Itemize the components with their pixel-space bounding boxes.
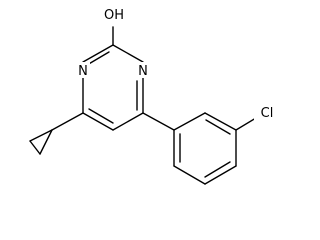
n1-label-bg [76, 62, 90, 78]
bond-c4-phenyl [142, 112, 175, 131]
bond-cp-a-b [29, 129, 53, 142]
bond-c2-n1-double [86, 51, 110, 66]
cl-label-bg [254, 104, 278, 120]
cl-label: Cl [261, 106, 274, 121]
n1-label: N [78, 64, 88, 79]
oh-label-bg [102, 6, 126, 22]
bond-cp-b-c [29, 140, 41, 155]
bond-ph1-ph2 [173, 112, 206, 131]
bond-ph2-ph3-double [205, 119, 231, 135]
n3-label: N [138, 64, 148, 79]
bond-c2-n3 [112, 44, 144, 63]
bond-c4-c5 [112, 112, 144, 131]
pyrimidine-ring [82, 26, 144, 131]
bond-ph4-ph5-double [204, 161, 231, 178]
n3-label-bg [136, 62, 150, 78]
chlorophenyl-group [142, 112, 257, 185]
bond-c5-c6-double [88, 108, 114, 124]
molecule-structure: OH N N Cl [29, 6, 278, 185]
bond-c5-c6 [82, 112, 114, 131]
cyclopropyl-group [29, 112, 84, 155]
bond-cp-a-c [39, 129, 53, 155]
bond-c2-n1 [82, 44, 114, 63]
bond-ph4-ph5 [204, 165, 237, 185]
bond-c6-cyclopropyl [51, 112, 84, 131]
bond-ph3-cl [235, 117, 257, 131]
bond-ph5-ph6 [173, 165, 206, 185]
oh-label: OH [104, 8, 124, 23]
bond-ph2-ph3 [204, 112, 237, 131]
atom-labels: OH N N Cl [76, 6, 278, 121]
